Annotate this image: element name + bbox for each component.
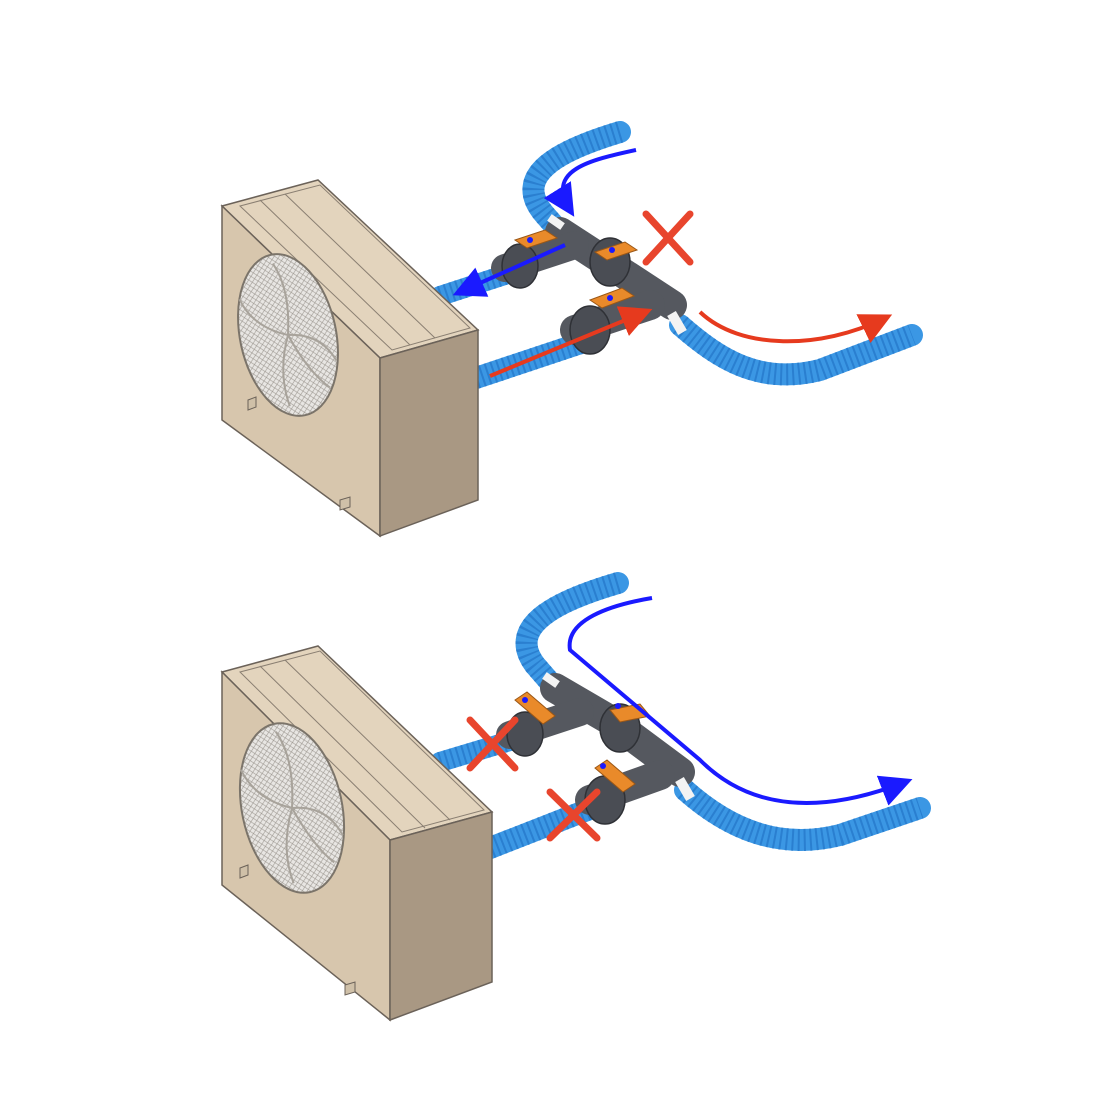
main-inlet-hose — [515, 572, 629, 699]
inlet-valve-handle — [513, 229, 559, 249]
inlet-valve-handle — [514, 691, 556, 725]
fan-icon — [240, 731, 344, 884]
heat-pump-unit — [220, 645, 494, 1022]
bypass-valve-handle — [593, 241, 639, 261]
fan-icon — [238, 263, 338, 407]
unit-side-face — [379, 329, 479, 538]
valve-manifold — [491, 214, 687, 355]
valve-manifold — [496, 672, 695, 825]
outlet-valve-handle — [588, 287, 636, 309]
warm-water-out-arrow — [698, 310, 893, 344]
heat-pump-unit — [220, 179, 480, 538]
outlet-valve-handle — [594, 759, 636, 793]
outlet-closed-mark — [546, 788, 601, 842]
bypass-closed-mark — [642, 210, 694, 266]
warm-water-from-unit-arrow — [489, 306, 653, 378]
cold-water-to-unit-arrow — [452, 243, 566, 297]
panel-heating-mode — [220, 121, 923, 538]
cold-water-in-arrow — [543, 148, 637, 217]
inlet-closed-mark — [466, 716, 519, 772]
main-inlet-hose — [522, 121, 631, 243]
unit-side-face — [389, 811, 493, 1022]
panel-bypass-mode — [220, 572, 931, 1022]
water-bypass-arrow — [567, 596, 913, 806]
